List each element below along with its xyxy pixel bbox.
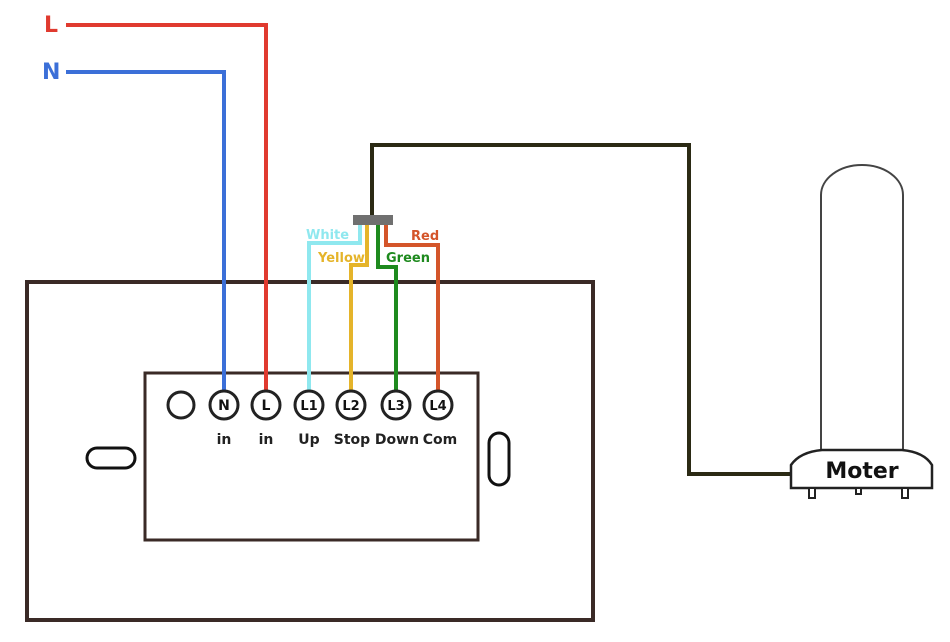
terminal-n: N — [208, 389, 240, 421]
motor-head — [789, 448, 934, 490]
terminal-l4: L4 — [422, 389, 454, 421]
terminal-n-caption: in — [217, 432, 232, 448]
red-wire-label: Red — [411, 229, 439, 244]
cable-junction — [353, 215, 393, 225]
white-wire — [307, 222, 362, 395]
terminal-l1-symbol: L1 — [300, 399, 317, 414]
motor-pin-left — [808, 487, 816, 499]
white-wire-label: White — [306, 228, 349, 243]
mounting-slot-right — [487, 431, 511, 487]
green-wire-label: Green — [386, 251, 430, 266]
motor-pin-center — [855, 487, 862, 495]
terminal-blank — [166, 390, 196, 420]
terminal-l1: L1 — [293, 389, 325, 421]
red-wire — [384, 222, 440, 395]
terminal-l3-symbol: L3 — [387, 399, 404, 414]
live-label: L — [44, 13, 58, 38]
terminal-l2-symbol: L2 — [342, 399, 359, 414]
terminal-l3: L3 — [380, 389, 412, 421]
motor-pin-right — [901, 487, 909, 499]
mounting-slot-left — [85, 446, 137, 470]
neutral-label: N — [42, 60, 60, 85]
terminal-l4-symbol: L4 — [429, 399, 446, 414]
terminal-n-symbol: N — [218, 398, 230, 414]
terminal-l2: L2 — [335, 389, 367, 421]
terminal-l-symbol: L — [262, 398, 271, 414]
terminal-l4-caption: Com — [423, 432, 457, 448]
motor-cable — [370, 143, 792, 476]
yellow-wire — [349, 222, 369, 395]
terminal-block — [143, 371, 480, 542]
terminal-l2-caption: Stop — [334, 432, 370, 448]
motor-tube — [820, 164, 904, 452]
terminal-l3-caption: Down — [375, 432, 419, 448]
terminal-l: L — [250, 389, 282, 421]
terminal-l1-caption: Up — [298, 432, 319, 448]
green-wire — [376, 222, 398, 395]
neutral-wire — [66, 70, 226, 395]
terminal-l-caption: in — [259, 432, 274, 448]
motor-label: Moter — [825, 459, 898, 484]
live-wire — [66, 23, 268, 395]
yellow-wire-label: Yellow — [317, 251, 365, 266]
